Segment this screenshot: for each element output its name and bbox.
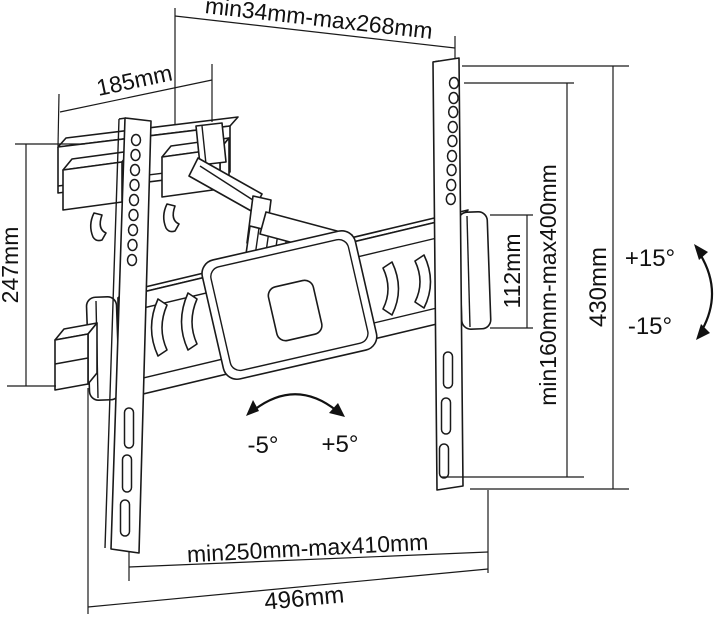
- swivel-right-label: +5°: [322, 431, 359, 458]
- dim-overall-height-label: 430mm: [585, 247, 612, 327]
- dim-top-span-label: min34mm-max268mm: [204, 0, 434, 44]
- curved-slot-icon: [382, 261, 400, 316]
- dim-vesa-horizontal-label: min250mm-max410mm: [186, 529, 429, 568]
- curved-slot-icon: [150, 298, 168, 357]
- dim-overall-width-label: 496mm: [263, 581, 345, 615]
- swivel-left-label: -5°: [248, 432, 279, 459]
- right-end-cap: [457, 211, 492, 330]
- dim-plate-width-label: 185mm: [94, 59, 174, 100]
- dim-cap-height-label: 112mm: [499, 234, 525, 309]
- tilt-down-label: -15°: [628, 313, 672, 340]
- swivel-arrow-icon: [246, 393, 345, 417]
- tilt-arrow-icon: [694, 244, 714, 340]
- left-tv-rail: [104, 117, 152, 554]
- right-tv-rail: [432, 57, 464, 491]
- vesa-plate: [201, 229, 378, 381]
- curved-slot-icon: [180, 292, 198, 351]
- hook-icon: [162, 203, 180, 233]
- dim-plate-height-label: 247mm: [0, 227, 23, 304]
- dim-vesa-vertical-label: min160mm-max400mm: [535, 164, 561, 406]
- dimension-lines: [7, 8, 629, 614]
- curved-slot-icon: [414, 254, 432, 309]
- hook-icon: [89, 212, 107, 242]
- tilt-up-label: +15°: [625, 245, 675, 272]
- lower-wall-block: [54, 322, 98, 391]
